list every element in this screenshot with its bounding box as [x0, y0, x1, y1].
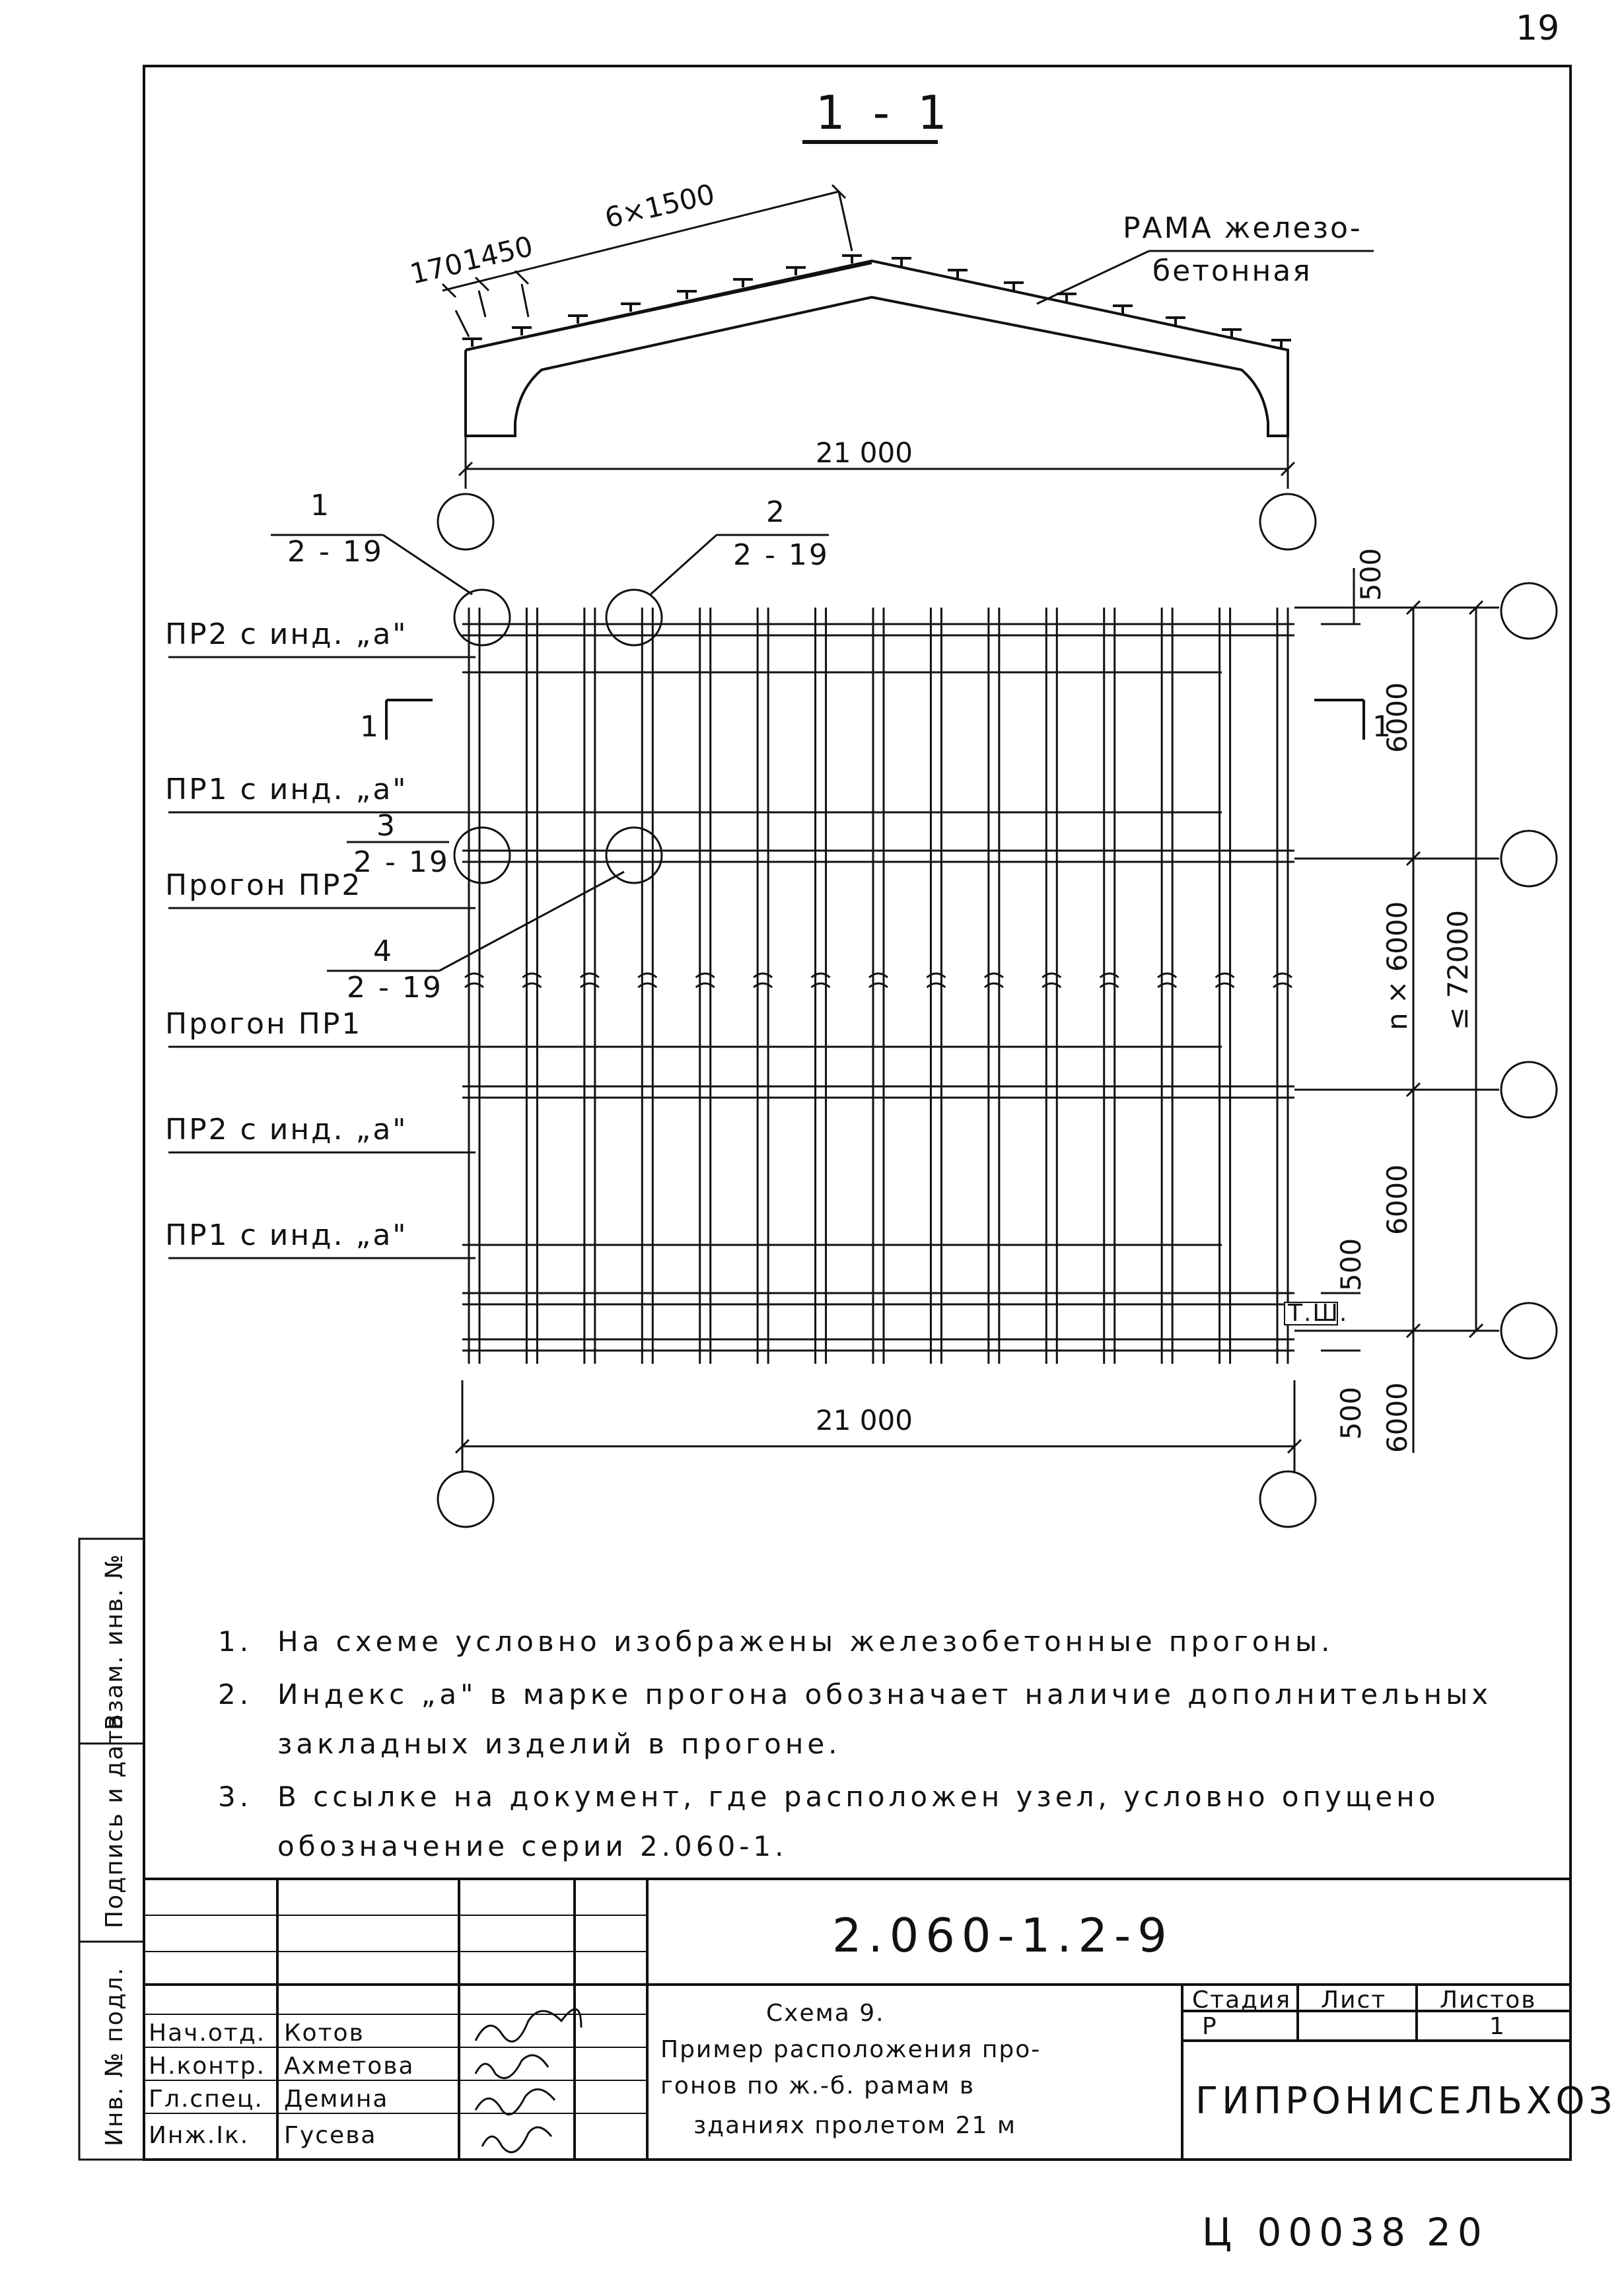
dim-right-500-top: 500 [1355, 548, 1387, 601]
axis-bubble-plan-4 [1500, 1302, 1558, 1360]
purlin-label-3: Прогон ПР2 [165, 868, 362, 902]
footer-page: 20 [1427, 2210, 1489, 2255]
title-line2: Пример расположения про- [660, 2036, 1041, 2063]
note-3-line2: обозначение серии 2.060-1. [277, 1830, 787, 1862]
dim-right-6000-2: 6000 [1381, 1164, 1413, 1235]
callout-3-number: 3 [376, 809, 397, 843]
callout-1: 1 2 - 19 [271, 489, 511, 647]
side-stamp-inv: Инв. № подл. [101, 1967, 128, 2146]
plan-frames [462, 608, 1294, 1364]
dim-right-6000-bottom: 6000 [1381, 1382, 1413, 1453]
plan-frame-break [522, 972, 542, 989]
axis-bubble-plan-bottom-right [1259, 1470, 1317, 1528]
note-1-line1: На схеме условно изображены железобетонн… [277, 1625, 1333, 1658]
callout-1-number: 1 [310, 489, 331, 522]
section-mark-right: 1 [1372, 710, 1393, 744]
title-block [144, 1878, 1571, 2160]
plan-frame-break [1099, 972, 1119, 989]
dim-right-72000: ≤ 72000 [1442, 910, 1474, 1030]
section-mark-left: 1 [360, 710, 380, 744]
note-2-line1: Индекс „а" в марке прогона обозначает на… [277, 1678, 1492, 1710]
sheet-frame [143, 65, 1572, 2161]
section-title: 1 - 1 [816, 86, 954, 140]
roof-purlins-section [462, 254, 1291, 348]
plan-frame-break [464, 972, 484, 989]
staff-name-2: Ахметова [284, 2053, 415, 2080]
dim-tsh: Т.Ш. [1287, 1300, 1348, 1327]
plan-frame-break [695, 972, 715, 989]
purlin-arrows [462, 671, 1222, 1246]
purlin-label-1: ПР2 с инд. „а" [165, 617, 408, 651]
callout-3: 3 2 - 19 [347, 809, 511, 884]
staff-role-3: Гл.спец. [149, 2086, 264, 2113]
sheets-value: 1 [1489, 2013, 1506, 2040]
staff-name-3: Демина [284, 2086, 388, 2113]
axis-bubble-plan-3 [1500, 1061, 1558, 1119]
plan-frame-break [753, 972, 773, 989]
callout-4: 4 2 - 19 [327, 826, 663, 1005]
callout-2: 2 2 - 19 [605, 495, 830, 647]
plan-frame-break [1215, 972, 1235, 989]
axis-bubble-section-left [437, 493, 495, 551]
plan-frame-break [1157, 972, 1178, 989]
plan-span: 21 000 [816, 1404, 913, 1436]
callout-3-ref: 2 - 19 [353, 845, 450, 879]
plan-frame-break [1041, 972, 1062, 989]
axis-bubble-section-right [1259, 493, 1317, 551]
dim-right-nx6000: n × 6000 [1381, 901, 1413, 1030]
note-1-number: 1. [218, 1625, 252, 1658]
staff-role-2: Н.контр. [149, 2053, 265, 2080]
page-number: 19 [1516, 9, 1559, 48]
stage-header: Стадия [1192, 1987, 1291, 2014]
side-stamp-replace: Взам. инв. № [101, 1553, 128, 1730]
staff-name-4: Гусева [284, 2122, 376, 2149]
callout-2-ref: 2 - 19 [733, 538, 830, 572]
purlin-label-4: Прогон ПР1 [165, 1007, 362, 1041]
plan-frame-break [983, 972, 1004, 989]
callout-1-ref: 2 - 19 [287, 535, 384, 569]
sheet-header: Лист [1321, 1987, 1386, 2014]
staff-role-1: Нач.отд. [149, 2020, 265, 2047]
axis-bubble-plan-bottom-left [437, 1470, 495, 1528]
purlin-label-2: ПР1 с инд. „а" [165, 773, 408, 806]
plan-frame-break [926, 972, 946, 989]
dim-right-500-lower: 500 [1335, 1238, 1367, 1291]
dim-right-500-bottom: 500 [1335, 1387, 1367, 1440]
section-span: 21 000 [816, 437, 913, 469]
plan-frame-break [579, 972, 600, 989]
staff-role-4: Инж.Iк. [149, 2122, 249, 2149]
plan-frame-break [868, 972, 888, 989]
axis-bubble-plan-1 [1500, 582, 1558, 640]
purlin-label-6: ПР1 с инд. „а" [165, 1218, 408, 1252]
title-line4: зданиях пролетом 21 м [693, 2112, 1016, 2139]
axis-bubble-plan-2 [1500, 829, 1558, 888]
side-stamp-signature: Подпись и дата [101, 1713, 128, 1928]
title-line1: Схема 9. [766, 2000, 885, 2027]
callout-4-ref: 2 - 19 [347, 971, 443, 1005]
frame-label-line2: бетонная [1152, 254, 1312, 288]
callout-2-number: 2 [766, 495, 787, 529]
title-line3: гонов по ж.-б. рамам в [660, 2072, 975, 2099]
note-2-line2: закладных изделий в прогоне. [277, 1728, 841, 1760]
note-3-number: 3. [218, 1780, 252, 1813]
signatures [474, 2008, 583, 2154]
note-3-line1: В ссылке на документ, где расположен узе… [277, 1780, 1439, 1813]
note-2-number: 2. [218, 1678, 252, 1710]
plan-frame-break [1273, 972, 1292, 989]
side-stamp-frame [78, 1537, 145, 2161]
purlin-label-5: ПР2 с инд. „а" [165, 1113, 408, 1146]
archive-code: Ц 00038 [1202, 2210, 1412, 2255]
sheets-header: Листов [1440, 1987, 1536, 2014]
staff-name-1: Котов [284, 2020, 365, 2047]
plan-frame-break [637, 972, 658, 989]
stage-value: Р [1202, 2013, 1218, 2040]
dim-170: 170 [407, 247, 466, 291]
dim-right-6000-1: 6000 [1381, 682, 1413, 753]
callout-4-number: 4 [373, 934, 394, 968]
organization: ГИПРОНИСЕЛЬХОЗ [1195, 2080, 1616, 2123]
frame-label-line1: РАМА железо- [1123, 211, 1362, 245]
doc-code: 2.060-1.2-9 [832, 1909, 1174, 1963]
plan-frame-break [810, 972, 831, 989]
